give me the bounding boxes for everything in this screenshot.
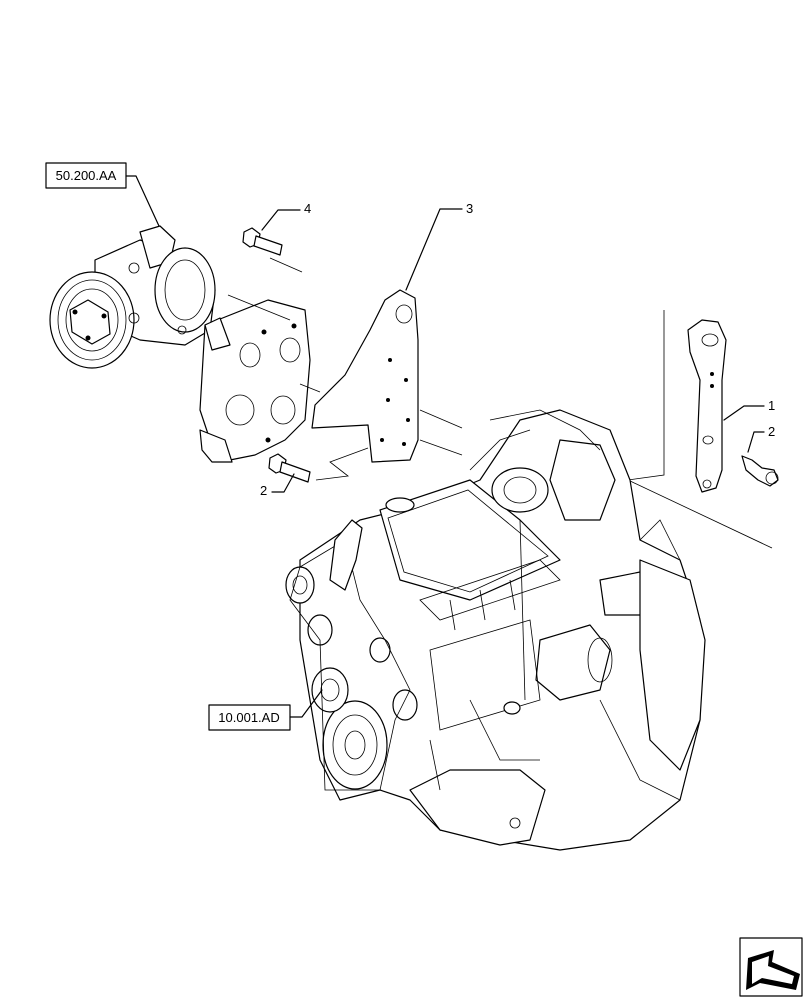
- next-page-arrow-icon[interactable]: [739, 937, 803, 997]
- engine-reference-label: 10.001.AD: [218, 710, 279, 725]
- callout-3: 3: [466, 201, 473, 216]
- callout-2-left: 2: [260, 483, 267, 498]
- callout-2-right: 2: [768, 424, 775, 439]
- strap-item-1: [687, 319, 727, 493]
- bolt-item-4: [242, 227, 303, 273]
- engine-reference-box[interactable]: 10.001.AD: [208, 689, 323, 731]
- compressor-reference-label: 50.200.AA: [56, 168, 117, 183]
- ac-compressor: [49, 225, 216, 369]
- mounting-plate-item-3: [299, 289, 463, 463]
- callout-4: 4: [304, 201, 311, 216]
- compressor-bracket: [199, 294, 311, 463]
- engine-assembly: [285, 409, 706, 851]
- compressor-reference-box[interactable]: 50.200.AA: [45, 162, 171, 251]
- bolt-item-2-right: [741, 455, 779, 487]
- callout-1: 1: [768, 398, 775, 413]
- bolt-item-2-left: [268, 447, 369, 483]
